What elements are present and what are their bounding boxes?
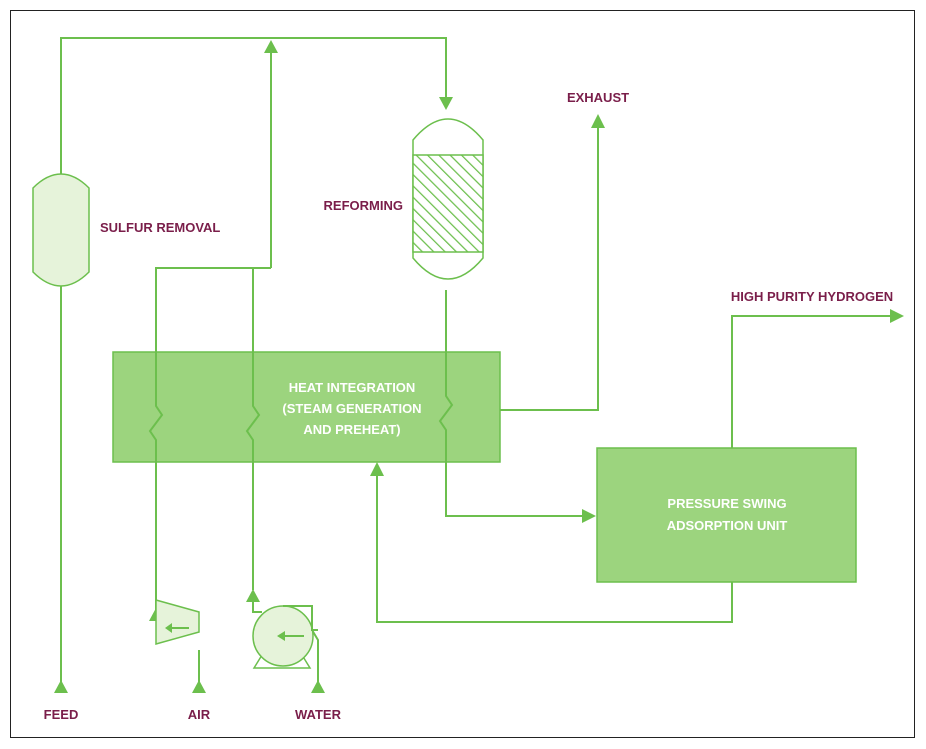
psa-inlet-arrow <box>582 509 596 523</box>
air-label: AIR <box>188 707 211 722</box>
exhaust-label: EXHAUST <box>567 90 629 105</box>
header-arrow <box>264 40 278 53</box>
psa-label-1: PRESSURE SWING <box>667 496 786 511</box>
sulfur-removal-vessel <box>32 173 90 287</box>
exhaust-arrow <box>591 114 605 128</box>
pump-outlet-arrow <box>246 589 260 602</box>
reformer-catalyst-bed <box>412 154 484 253</box>
pump-inlet-line <box>283 605 318 631</box>
psa-label-2: ADSORPTION UNIT <box>667 518 788 533</box>
air-compressor <box>155 599 200 645</box>
reforming-label: REFORMING <box>324 198 403 213</box>
pump-arrowhead <box>277 631 285 641</box>
hydrogen-label: HIGH PURITY HYDROGEN <box>731 289 893 304</box>
heat-integration-box <box>112 351 501 463</box>
water-label: WATER <box>295 707 342 722</box>
feed-label: FEED <box>44 707 79 722</box>
heat-integration-label-1: HEAT INTEGRATION <box>289 380 416 395</box>
air-crossing <box>148 352 164 462</box>
sulfur-removal-label: SULFUR REMOVAL <box>100 220 220 235</box>
tail-gas-line <box>376 473 733 623</box>
tail-gas-arrow <box>370 462 384 476</box>
heat-integration-label-2: (STEAM GENERATION <box>282 401 421 416</box>
heat-integration-label-3: AND PREHEAT) <box>303 422 400 437</box>
reformer-crossing <box>438 352 454 462</box>
diagram-frame <box>10 10 915 738</box>
compressor-arrowhead <box>165 623 172 633</box>
hydrogen-arrow <box>890 309 904 323</box>
water-crossing <box>245 352 261 462</box>
reformer-inlet-arrow <box>439 97 453 110</box>
pump-outlet-line <box>252 600 262 613</box>
exhaust-line <box>500 127 599 411</box>
water-arrow <box>311 680 325 693</box>
air-arrow <box>192 680 206 693</box>
psa-box <box>596 447 857 583</box>
hydrogen-line <box>731 315 892 448</box>
sulfur-outlet-line <box>60 37 447 175</box>
water-inlet-line <box>311 629 319 690</box>
feed-arrow <box>54 680 68 693</box>
